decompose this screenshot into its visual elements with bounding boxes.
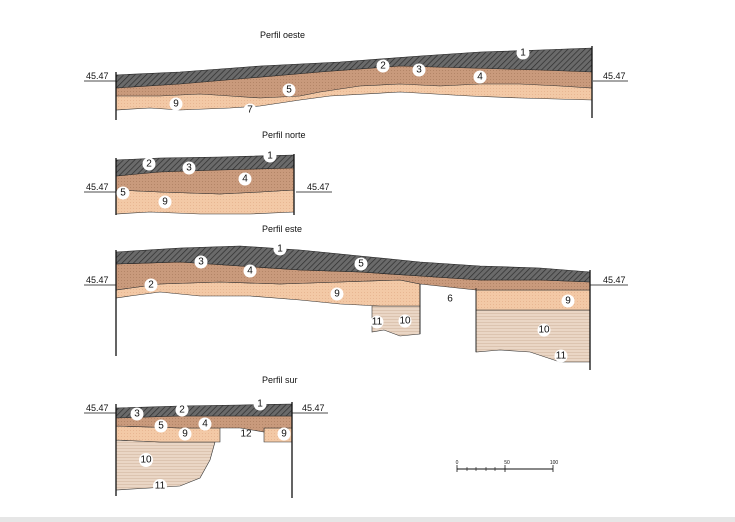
svg-text:4: 4 [202, 419, 208, 430]
svg-text:5: 5 [120, 188, 126, 199]
svg-text:7: 7 [247, 105, 253, 116]
elev-oeste-right: 45.47 [603, 71, 626, 81]
svg-text:9: 9 [334, 289, 340, 300]
svg-text:5: 5 [286, 85, 292, 96]
svg-text:9: 9 [162, 197, 168, 208]
layer-marker: 7 [243, 103, 257, 117]
layer-marker: 9 [330, 287, 344, 301]
layer-marker: 3 [182, 161, 196, 175]
profile-norte-title: Perfil norte [262, 130, 306, 140]
elev-norte-left: 45.47 [86, 182, 109, 192]
svg-text:2: 2 [146, 159, 152, 170]
svg-text:4: 4 [242, 174, 248, 185]
layer-marker: 11 [554, 349, 568, 363]
svg-text:4: 4 [477, 72, 483, 83]
layer-marker: 4 [198, 417, 212, 431]
layer-marker: 9 [277, 427, 291, 441]
profile-oeste-title: Perfil oeste [260, 30, 305, 40]
svg-text:1: 1 [520, 48, 526, 59]
layer-marker: 11 [153, 479, 167, 493]
layer-marker: 2 [376, 59, 390, 73]
profile-sur-title: Perfil sur [262, 375, 298, 385]
profile-este: Perfil este 45.47 45.47 1 5 3 4 2 9 6 9 … [84, 224, 628, 370]
layer-marker: 5 [154, 419, 168, 433]
layer-marker: 1 [516, 46, 530, 60]
svg-text:10: 10 [140, 455, 152, 466]
layer-marker: 4 [473, 70, 487, 84]
profile-norte: Perfil norte 45.47 45.47 1 2 3 4 5 9 [84, 130, 332, 215]
svg-text:6: 6 [447, 294, 453, 305]
svg-text:3: 3 [186, 163, 192, 174]
layer-marker: 12 [240, 429, 252, 440]
layer-marker: 3 [194, 255, 208, 269]
layer-marker: 5 [354, 257, 368, 271]
layer-marker: 10 [537, 323, 551, 337]
layer-marker: 4 [238, 172, 252, 186]
layer-marker: 5 [282, 83, 296, 97]
svg-text:9: 9 [281, 429, 287, 440]
svg-text:12: 12 [240, 429, 252, 440]
scale-tick-label: 50 [504, 460, 510, 466]
svg-text:3: 3 [416, 65, 422, 76]
svg-text:4: 4 [247, 266, 253, 277]
layer-marker: 9 [561, 294, 575, 308]
layer-marker: 10 [139, 453, 153, 467]
layer-marker: 1 [273, 242, 287, 256]
svg-text:2: 2 [380, 61, 386, 72]
layer-marker: 1 [263, 149, 277, 163]
layer-marker: 2 [175, 403, 189, 417]
layer-marker: 2 [142, 157, 156, 171]
svg-text:10: 10 [399, 316, 411, 327]
svg-text:2: 2 [179, 405, 185, 416]
layer-marker: 9 [169, 97, 183, 111]
profile-este-title: Perfil este [262, 224, 302, 234]
scale-tick-label: 100 [550, 460, 559, 466]
layer-marker: 4 [243, 264, 257, 278]
svg-text:11: 11 [556, 351, 567, 362]
layer-tan [475, 309, 591, 363]
svg-text:5: 5 [158, 421, 164, 432]
layer-marker: 3 [130, 407, 144, 421]
svg-text:11: 11 [372, 317, 383, 328]
elev-oeste-left: 45.47 [86, 71, 109, 81]
svg-text:9: 9 [173, 99, 179, 110]
svg-text:3: 3 [198, 257, 204, 268]
elev-este-right: 45.47 [603, 275, 626, 285]
layer-marker: 5 [116, 186, 130, 200]
svg-text:9: 9 [182, 429, 188, 440]
elev-sur-left: 45.47 [86, 403, 109, 413]
elev-sur-right: 45.47 [302, 403, 325, 413]
layer-marker: 6 [443, 292, 457, 306]
page-footer-strip [0, 517, 735, 522]
layer-marker: 2 [144, 278, 158, 292]
scale-tick-label: 0 [456, 460, 459, 466]
elev-este-left: 45.47 [86, 275, 109, 285]
layer-marker: 9 [158, 195, 172, 209]
svg-text:2: 2 [148, 280, 154, 291]
elev-norte-right: 45.47 [307, 182, 330, 192]
profile-sur: Perfil sur 45.47 45.47 1 2 3 4 5 9 12 9 … [84, 375, 328, 498]
svg-text:3: 3 [134, 409, 140, 420]
layer-marker: 1 [253, 397, 267, 411]
svg-text:1: 1 [257, 399, 263, 410]
layer-marker: 9 [178, 427, 192, 441]
layer-marker: 3 [412, 63, 426, 77]
scale-bar: 0 50 100 [456, 460, 559, 472]
profile-oeste: Perfil oeste 45.47 45.47 1 2 3 4 5 9 7 [84, 30, 628, 120]
svg-text:1: 1 [267, 151, 273, 162]
svg-text:9: 9 [565, 296, 571, 307]
layer-marker: 11 [370, 315, 384, 329]
svg-text:1: 1 [277, 244, 283, 255]
svg-text:5: 5 [358, 259, 364, 270]
layer-marker: 10 [398, 314, 412, 328]
svg-text:11: 11 [155, 481, 166, 492]
svg-text:10: 10 [538, 325, 550, 336]
